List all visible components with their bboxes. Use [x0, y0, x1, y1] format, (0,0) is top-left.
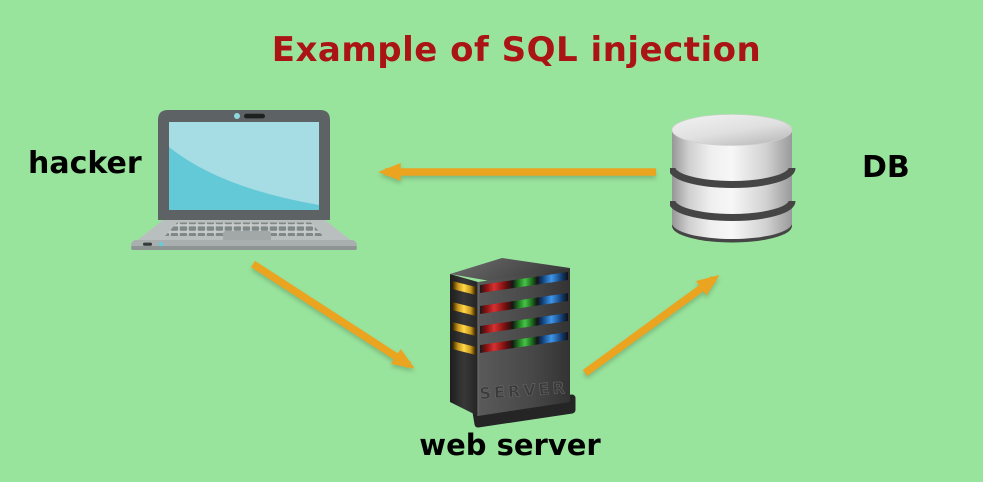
arrow-hacker-to-server	[250, 260, 415, 369]
server-front-led	[480, 332, 568, 353]
database-groove	[670, 167, 796, 188]
arrow-server-to-db	[582, 275, 720, 377]
laptop-port	[143, 242, 152, 246]
server-side-led	[452, 322, 476, 336]
server-front-led	[480, 272, 568, 293]
server-front-led	[480, 313, 568, 334]
laptop-screen-glare	[169, 122, 319, 205]
laptop-keyboard-keys	[165, 222, 323, 236]
laptop-front-bar-shadow	[131, 246, 357, 250]
laptop-webcam-icon	[234, 113, 240, 119]
diagram-title: Example of SQL injection	[271, 30, 762, 70]
hacker-label: hacker	[28, 146, 142, 181]
server-top-face	[450, 258, 570, 282]
server-side-led	[452, 302, 476, 316]
web-server-label: web server	[419, 428, 601, 462]
server-side-led	[452, 341, 476, 355]
server-front-led	[480, 293, 568, 314]
laptop-icon	[131, 110, 357, 250]
server-tower-icon: SERVER	[450, 258, 576, 428]
database-groove	[670, 200, 796, 221]
laptop-led-icon	[159, 242, 163, 247]
server-side-led	[452, 281, 476, 295]
database-icon	[670, 114, 796, 243]
laptop-webcam-bar	[244, 113, 265, 119]
database-top	[671, 114, 793, 146]
db-label: DB	[862, 150, 910, 185]
